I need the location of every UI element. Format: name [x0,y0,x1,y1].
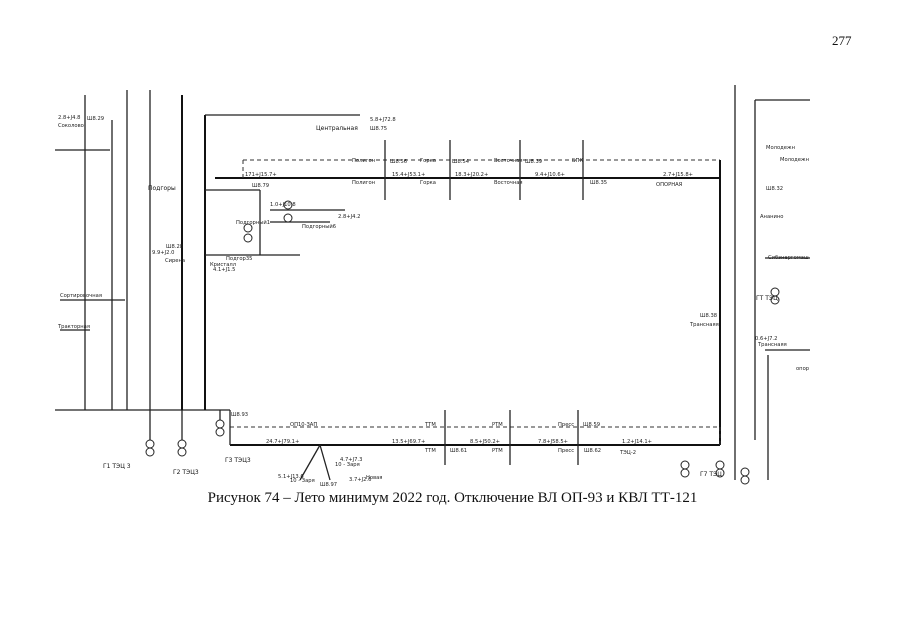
bus-id: Ш8.75 [370,126,387,132]
node-ttm-top: ТТМ [424,422,436,428]
generator-g3 [215,410,225,437]
page-number: 277 [832,33,852,48]
bus-id: Ш8.59 [583,422,600,428]
flow-value: 5.8+J72.8 [370,117,396,123]
flow-value: 1.0+J10.8 [270,202,296,208]
flow-value: 24.7+J79.1+ [266,439,299,445]
node-novaya: Новая [366,475,382,481]
bus-id: Ш8.97 [320,482,337,488]
node-zarya1: 10 - Заря [335,462,360,468]
bus-id: Ш8.54 [452,159,470,165]
flow-value: 9.9+J2.0 [152,250,174,256]
flow-value: 2.8+J4.8 [58,115,80,121]
node-tsentralnaya: Центральная [316,125,358,132]
bus-id: Ш8.56 [390,159,407,165]
gen-label-g3: Г3 ТЭЦ3 [225,457,251,464]
bus-id: Ш8.39 [525,159,542,165]
node-rtm-top: РТМ [492,422,503,428]
node-podgor35: Подгор35 [226,256,252,262]
node-transnaya2: Транснаяя [757,342,787,348]
bus-id: Ш8.61 [450,448,467,454]
flow-value: 0.6+J7.2 [755,336,777,342]
left-feeders [55,90,230,411]
flow-value: 9.4+J10.6+ [535,172,565,178]
flow-value: 15.4+J53.1+ [392,172,425,178]
node-podgorny1: Подгорный1 [236,219,270,226]
node-sibenergomash: Сибэнергомаш [768,255,809,261]
flow-value: 171+J15.7+ [245,172,277,178]
node-gorka-bus: Горка [420,180,436,186]
bus-id: Ш8.62 [584,448,601,454]
node-poligon-bus: Полигон [352,180,375,186]
flow-value: 1.2+J14.1+ [622,439,652,445]
node-zarya2: 10 - Заря [290,478,315,484]
flow-value: 4.1+J1.5 [213,267,235,273]
flow-value: 13.5+J69.7+ [392,439,425,445]
flow-value: 8.5+J50.2+ [470,439,500,445]
bus-id: Ш8.93 [231,412,248,418]
flow-value: 2.8+J4.2 [338,214,360,220]
bus-id: Ш8.35 [590,180,607,186]
node-ozernaya: Тракторная [57,324,90,330]
node-ananino: Ананино [760,214,783,220]
generator-gt [770,287,780,305]
gen-label-g7: Г7 ТЭЦ [700,471,722,478]
node-krystall: Кристалл [210,262,236,268]
flow-value: 2.7+J15.8+ [663,172,693,178]
node-sortirovka: Сортировочная [60,293,102,299]
top-substation-drops [384,140,584,200]
bus-id: Ш8.28 [166,244,183,250]
node-bpk: БПК [572,158,583,164]
podgory-subnet [205,189,345,256]
flow-value: 7.8+J58.5+ [538,439,568,445]
gen-label-gt: ГТ ТЭЦ [756,295,778,302]
node-molodezh1: Молодежн [766,145,795,151]
gen-label-g1: Г1 ТЭЦ 3 [103,463,131,470]
gen-label-g2: Г2 ТЭЦ3 [173,469,199,476]
node-transnaya1: Транснаяя [689,322,719,328]
node-oporniya: ОПОРНАЯ [656,182,683,188]
node-podgorny6: Подгорный6 [302,223,336,230]
node-molodezh2: Молодежн [780,157,809,163]
bus-id: Ш8.29 [87,116,104,122]
node-op-bottom: опор [796,366,810,372]
bus-id: Ш8.38 [700,313,717,319]
bottom-substation-drops [299,410,579,481]
node-press-bus: Пресс [558,448,574,454]
node-poligon-top: Полигон [352,158,375,164]
node-opn-ozp: ОП10-ЗАП [290,422,317,428]
node-gorka-top: Горка [420,158,436,164]
node-sokolovo: Соколово [58,123,84,129]
bus-id: Ш8.79 [252,183,269,189]
node-ttm-bus: ТТМ [424,448,436,454]
node-vostochnaya-bus: Восточная [494,180,523,186]
generator-g7 [680,460,750,485]
node-vostochnaya-top: Восточная [494,158,523,164]
bus-id: Ш8.32 [766,186,783,192]
node-podgory: Подгоры [148,185,176,192]
node-rtm-bus: РТМ [492,448,503,454]
flow-value: 4.7+J7.3 [340,457,362,463]
figure-caption: Рисунок 74 – Лето минимум 2022 год. Откл… [207,490,698,506]
generator-g2 [177,410,187,457]
node-sirena: Сирена [165,258,185,264]
flow-value: 18.3+J20.2+ [455,172,488,178]
node-press-top: Пресс [558,422,574,428]
flow-value: 5.1+J13.6 [278,474,304,480]
generator-g1 [145,410,155,457]
flow-value: 3.7+J2.6 [349,477,371,483]
node-tec2: ТЭЦ-2 [619,450,636,456]
